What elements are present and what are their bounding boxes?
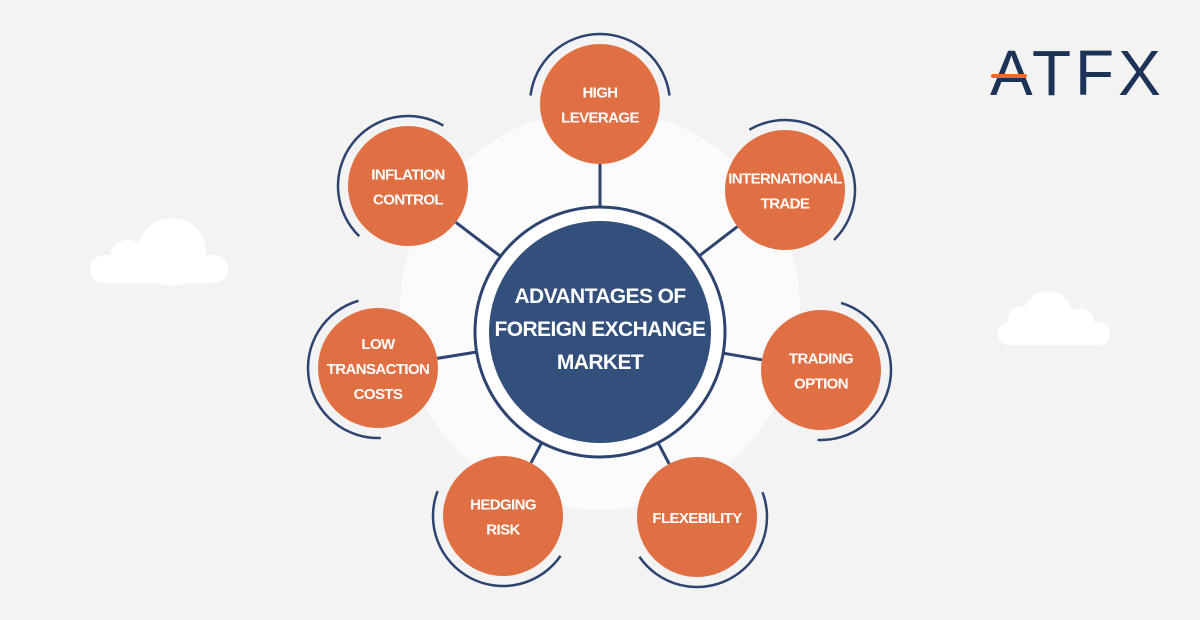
center-node: ADVANTAGES OF FOREIGN EXCHANGE MARKET: [473, 205, 727, 459]
connector-low-transaction-costs: [436, 350, 477, 360]
node-arc: [336, 114, 444, 238]
node-arc: [638, 491, 769, 589]
node-label-line: INFLATION: [371, 167, 444, 184]
connector-inflation-control: [454, 221, 502, 258]
node-label-line: HEDGING: [470, 497, 536, 514]
node-trading-option: TRADING OPTION: [761, 301, 893, 442]
center-title-line-1: ADVANTAGES OF: [514, 285, 686, 308]
node-arc: [529, 32, 671, 96]
node-label-line: TRADING: [789, 351, 853, 368]
node-high-leverage: HIGH LEVERAGE: [529, 32, 671, 164]
center-title-line-3: MARKET: [557, 351, 644, 374]
node-circle: [443, 456, 563, 576]
logo-text: ATFX: [990, 37, 1165, 109]
node-circle: [540, 44, 660, 164]
node-international-trade: INTERNATIONAL TRADE: [725, 118, 857, 250]
center-title-line-2: FOREIGN EXCHANGE: [495, 318, 707, 341]
node-hedging-risk: HEDGING RISK: [431, 456, 563, 588]
node-low-transaction-costs: LOW TRANSACTION COSTS: [306, 299, 438, 440]
node-circle: [725, 130, 845, 250]
node-inflation-control: INFLATION CONTROL: [336, 114, 468, 246]
node-label-line: FLEXEBILITY: [652, 510, 742, 527]
node-circle: [761, 310, 881, 430]
center-circle: [489, 221, 711, 443]
node-arc: [306, 299, 381, 440]
node-label-line: LEVERAGE: [561, 110, 639, 127]
node-label-line: COSTS: [354, 386, 403, 403]
connector-international-trade: [698, 225, 739, 258]
cloud-left-icon: [90, 218, 228, 286]
node-label-line: OPTION: [794, 376, 848, 393]
node-arc: [748, 118, 857, 241]
node-arc: [431, 490, 562, 588]
node-circle: [637, 457, 757, 577]
connector-hedging-risk: [529, 441, 544, 464]
node-circle: [318, 308, 438, 428]
node-arc: [817, 301, 893, 442]
cloud-right-icon: [998, 291, 1110, 345]
connector-trading-option: [722, 351, 763, 362]
atfx-logo: ATFX: [990, 37, 1165, 109]
logo-accent-bar: [991, 74, 1027, 78]
node-label-line: TRADE: [761, 196, 810, 213]
node-label-line: INTERNATIONAL: [728, 171, 842, 188]
node-label-line: TRANSACTION: [327, 361, 430, 378]
node-label-line: HIGH: [582, 85, 617, 102]
node-label-line: CONTROL: [373, 192, 443, 209]
node-label-line: LOW: [361, 336, 396, 353]
node-label-line: RISK: [486, 522, 520, 539]
node-circle: [348, 126, 468, 246]
connector-flexebility: [656, 442, 671, 465]
node-flexebility: FLEXEBILITY: [637, 457, 769, 589]
